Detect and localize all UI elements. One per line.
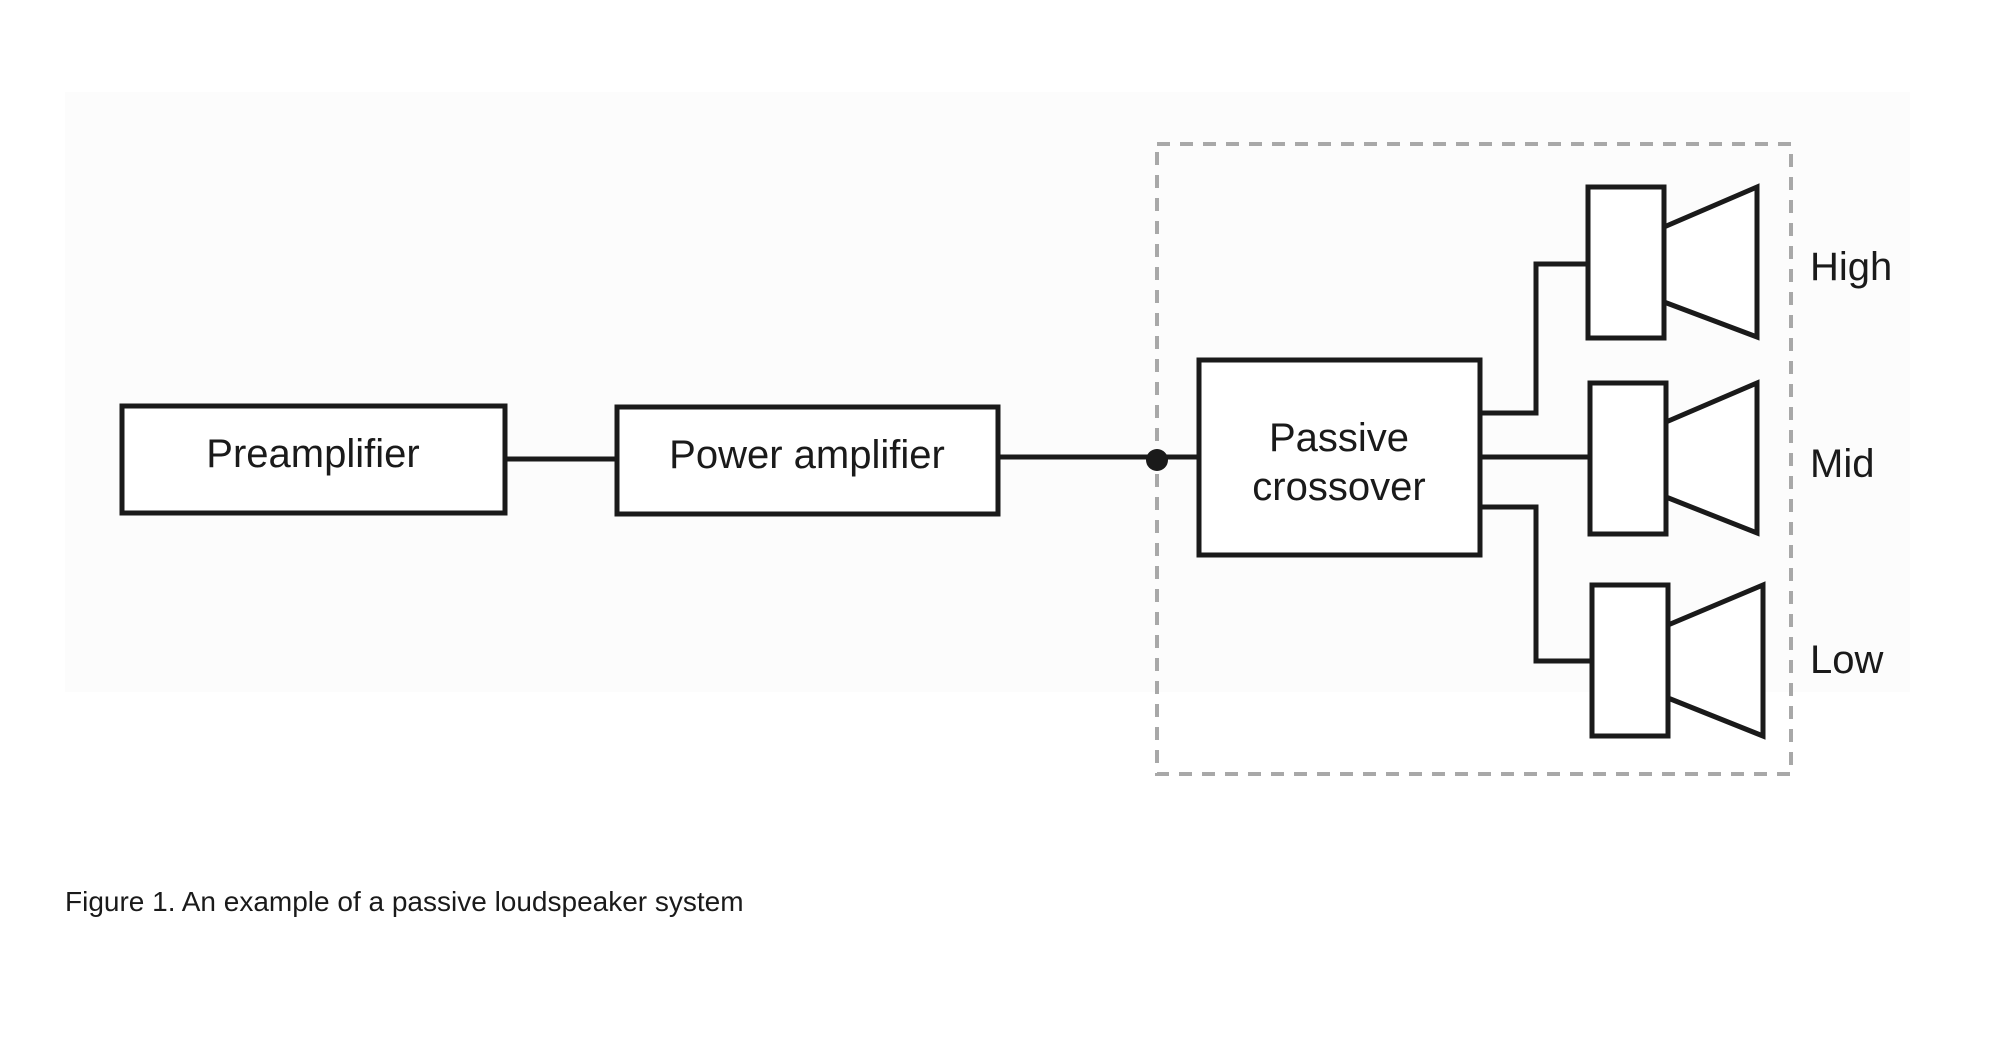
- preamplifier-block: Preamplifier: [119, 403, 508, 516]
- crossover-label-line2: crossover: [1252, 465, 1425, 509]
- crossover-label-line1: Passive: [1269, 416, 1409, 460]
- high-band-label: High: [1810, 245, 1892, 289]
- mid-band-label: Mid: [1810, 442, 1874, 486]
- low-band-label: Low: [1810, 638, 1883, 682]
- low-speaker-icon: [1589, 581, 1766, 740]
- preamplifier-label: Preamplifier: [206, 432, 419, 476]
- wire-crossover-to-low: [1480, 504, 1592, 664]
- passive-crossover-block: Passive crossover: [1196, 357, 1483, 558]
- power-amplifier-block: Power amplifier: [614, 404, 1001, 517]
- mid-speaker-icon: [1587, 379, 1760, 537]
- wire-crossover-to-high: [1480, 261, 1588, 416]
- power-amplifier-label: Power amplifier: [669, 433, 945, 477]
- junction-dot: [1146, 449, 1168, 471]
- high-speaker-icon: [1585, 183, 1760, 341]
- figure-caption: Figure 1. An example of a passive loudsp…: [65, 886, 744, 917]
